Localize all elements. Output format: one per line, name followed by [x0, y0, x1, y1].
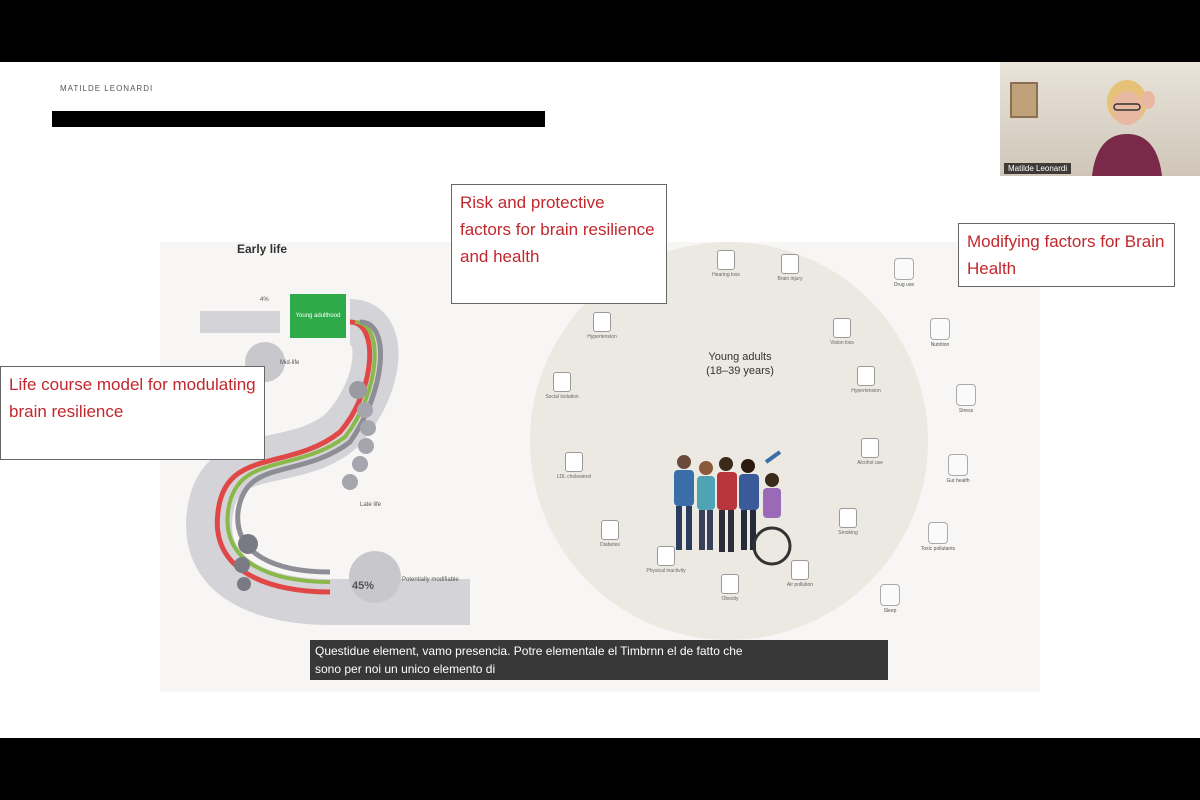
- webcam-name-tag: Matilde Leonardi: [1004, 163, 1072, 174]
- subtitle-line-2: sono per noi un unico elemento di: [315, 662, 496, 676]
- sleep-icon: [880, 584, 900, 606]
- center-title-line1: Young adults: [708, 351, 772, 363]
- modifying-factor: Stress: [946, 384, 986, 414]
- modifying-factor: Toxic pollutants: [918, 522, 958, 552]
- factor-label: Physical inactivity: [646, 568, 686, 574]
- modifying-factor: Drug use: [884, 258, 924, 288]
- hypertension-icon: [593, 312, 611, 332]
- hypertension-icon: [857, 366, 875, 386]
- factor-item: Smoking: [818, 508, 878, 536]
- factor-label: Vision loss: [830, 340, 854, 346]
- social-isolation-icon: [553, 372, 571, 392]
- factor-label: Social isolation: [545, 394, 579, 400]
- factor-item: Brain injury: [760, 254, 820, 282]
- speaker-webcam: Matilde Leonardi: [1000, 62, 1200, 176]
- percent-left: 4%: [260, 297, 269, 303]
- modifying-label: Stress: [958, 408, 974, 414]
- modifying-factor: Nutrition: [920, 318, 960, 348]
- modifying-label: Toxic pollutants: [920, 546, 956, 552]
- young-adults-illustration: [674, 450, 792, 566]
- brain-injury-icon: [781, 254, 799, 274]
- toxic-pollutants-icon: [928, 522, 948, 544]
- factor-item: Hypertension: [836, 366, 896, 394]
- factor-item: Air pollution: [770, 560, 830, 588]
- factor-label: Hearing loss: [712, 272, 740, 278]
- factor-item: Obesity: [700, 574, 760, 602]
- early-life-label: Early life: [237, 242, 288, 256]
- factor-label: Diabetes: [600, 542, 620, 548]
- risk-protective-callout: Risk and protective factors for brain re…: [451, 184, 667, 304]
- potentially-modifiable-label: Potentially modifiable: [402, 577, 459, 583]
- obesity-icon: [721, 574, 739, 594]
- modifying-factors-callout: Modifying factors for Brain Health: [958, 223, 1175, 287]
- factor-label: Smoking: [838, 530, 858, 536]
- stress-icon: [956, 384, 976, 406]
- factor-item: Hypertension: [572, 312, 632, 340]
- midlife-label: Mid-life: [280, 360, 300, 366]
- smoking-icon: [839, 508, 857, 528]
- factor-item: Diabetes: [580, 520, 640, 548]
- life-course-diagram: [186, 299, 470, 625]
- center-title-line2: (18–39 years): [706, 365, 774, 377]
- circle-center-title: Young adults (18–39 years): [680, 350, 800, 378]
- air-pollution-icon: [791, 560, 809, 580]
- factor-item: Physical inactivity: [636, 546, 696, 574]
- factor-item: Vision loss: [812, 318, 872, 346]
- factor-label: Alcohol use: [857, 460, 883, 466]
- cholesterol-icon: [565, 452, 583, 472]
- vision-loss-icon: [833, 318, 851, 338]
- modifying-factor: Sleep: [870, 584, 910, 614]
- hearing-loss-icon: [717, 250, 735, 270]
- late-life-label: Late life: [360, 502, 382, 508]
- factor-item: LDL cholesterol: [544, 452, 604, 480]
- factor-item: Social isolation: [532, 372, 592, 400]
- physical-inactivity-icon: [657, 546, 675, 566]
- life-course-callout: Life course model for modulating brain r…: [0, 366, 265, 460]
- factor-label: Air pollution: [786, 582, 814, 588]
- diabetes-icon: [601, 520, 619, 540]
- modifying-label: Drug use: [893, 282, 915, 288]
- redacted-title-bar: [52, 111, 545, 127]
- factor-label: Hypertension: [851, 388, 881, 394]
- modifying-label: Nutrition: [930, 342, 950, 348]
- gut-health-icon: [948, 454, 968, 476]
- subtitle-caption: Questidue element, vamo presencia. Potre…: [310, 640, 888, 680]
- nutrition-icon: [930, 318, 950, 340]
- factor-label: Hypertension: [587, 334, 617, 340]
- drug-use-icon: [894, 258, 914, 280]
- modifying-factor: Gut health: [938, 454, 978, 484]
- slide-author-label: MATILDE LEONARDI: [60, 84, 154, 93]
- subtitle-line-1: Questidue element, vamo presencia. Potre…: [315, 644, 743, 658]
- young-adulthood-box: Young adulthood: [290, 294, 346, 338]
- factor-label: Obesity: [721, 596, 739, 602]
- speaker-video: [1092, 80, 1162, 176]
- percent-bottom: 45%: [352, 580, 375, 592]
- factor-item: Alcohol use: [840, 438, 900, 466]
- wall-picture: [1010, 82, 1038, 118]
- modifying-label: Sleep: [883, 608, 897, 614]
- factor-label: LDL cholesterol: [556, 474, 592, 480]
- modifying-label: Gut health: [946, 478, 970, 484]
- factor-label: Brain injury: [777, 276, 803, 282]
- factor-item: Hearing loss: [696, 250, 756, 278]
- alcohol-icon: [861, 438, 879, 458]
